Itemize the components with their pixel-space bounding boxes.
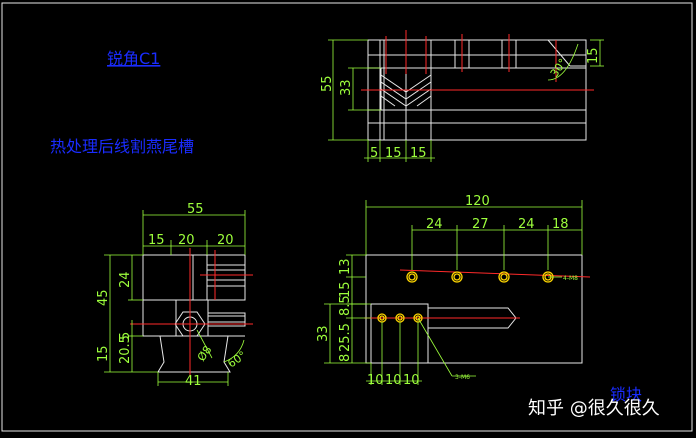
dim-front-13: 13 [338, 258, 353, 275]
drawing-title: 锁块 [610, 385, 642, 404]
dim-side-24: 24 [118, 271, 133, 288]
dim-top-5: 5 [370, 146, 378, 161]
dim-front-24a: 24 [426, 217, 443, 232]
dim-top-15a: 15 [385, 146, 402, 161]
dim-side-55: 55 [187, 202, 204, 217]
dim-front-120: 120 [465, 194, 490, 209]
dim-top-15b: 15 [410, 146, 427, 161]
dim-side-15b: 15 [96, 345, 111, 362]
front-view [324, 200, 591, 385]
hole-note-m6: 3-M6 [455, 374, 470, 381]
dim-side-dia: Ø8 [195, 343, 215, 363]
dim-side-41: 41 [185, 374, 202, 389]
note-process: 热处理后线割燕尾槽 [50, 137, 194, 156]
hole-note-m8: 4-M8 [563, 275, 578, 282]
top-view [328, 30, 604, 162]
dim-top-33: 33 [339, 79, 354, 96]
drawing-frame [1, 2, 693, 432]
dim-side-20b: 20 [217, 233, 234, 248]
dim-front-25-5: 25.5 [338, 323, 353, 352]
note-chamfer: 锐角C1 [107, 49, 160, 68]
side-view [104, 210, 253, 386]
dim-front-8-5: 8.5 [338, 295, 353, 316]
dim-front-33: 33 [316, 325, 331, 342]
dim-side-15: 15 [148, 233, 165, 248]
dim-front-10a: 10 [367, 373, 384, 388]
dim-front-10b: 10 [385, 373, 402, 388]
watermark: 知乎 @很久很久 [528, 398, 660, 419]
dim-side-5: 5 [118, 332, 133, 340]
dim-side-45: 45 [96, 289, 111, 306]
dim-front-27: 27 [472, 217, 489, 232]
dim-top-angle: 30° [548, 56, 570, 79]
dim-front-24b: 24 [518, 217, 535, 232]
dim-front-15: 15 [338, 281, 353, 298]
dim-front-10c: 10 [403, 373, 420, 388]
dim-top-55: 55 [320, 75, 335, 92]
dim-front-8: 8 [338, 354, 353, 362]
dim-top-15c: 15 [586, 47, 601, 64]
dim-side-20-5: 20.5 [118, 335, 133, 364]
dim-front-18: 18 [552, 217, 569, 232]
dim-side-angle: 60° [225, 349, 248, 371]
front-view-body [365, 254, 583, 364]
dim-side-20a: 20 [178, 233, 195, 248]
